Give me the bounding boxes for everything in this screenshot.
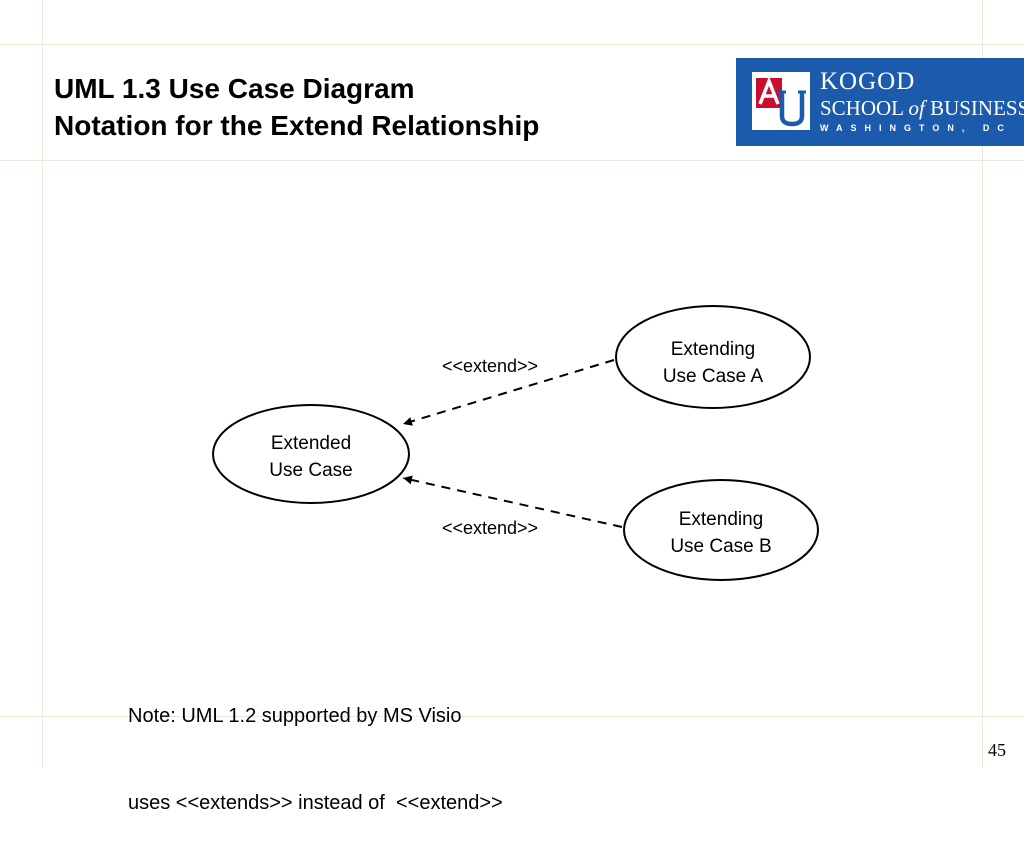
visio-note: Note: UML 1.2 supported by MS Visio uses… xyxy=(128,644,503,847)
extend-label-a: <<extend>> xyxy=(442,356,538,376)
logo-name-line-1: KOGOD xyxy=(820,68,916,95)
use-case-extending-b-line-1: Extending xyxy=(679,509,764,530)
grid-line xyxy=(0,44,1024,45)
use-case-extending-b-line-2: Use Case B xyxy=(670,536,771,557)
grid-line xyxy=(0,160,1024,161)
use-case-extended-line-1: Extended xyxy=(271,433,351,454)
visio-note-line-1: Note: UML 1.2 supported by MS Visio xyxy=(128,705,462,727)
page-number: 45 xyxy=(988,740,1006,760)
kogod-school-logo: KOGOD SCHOOL of BUSINESS WASHINGTON, DC xyxy=(736,58,1024,146)
logo-wordmark: KOGOD SCHOOL of BUSINESS WASHINGTON, DC xyxy=(820,68,1024,133)
slide-title-line-1: UML 1.3 Use Case Diagram xyxy=(54,73,415,104)
use-case-extending-a: Extending Use Case A xyxy=(615,305,811,409)
extend-edge-a xyxy=(402,359,615,426)
use-case-extended-line-2: Use Case xyxy=(269,460,352,481)
logo-name-business: BUSINESS xyxy=(924,96,1024,120)
logo-name-school: SCHOOL xyxy=(820,96,909,120)
use-case-extended: Extended Use Case xyxy=(212,404,410,504)
use-case-extending-a-line-1: Extending xyxy=(671,339,756,360)
use-case-extending-b: Extending Use Case B xyxy=(623,479,819,581)
grid-line xyxy=(0,716,1024,717)
au-monogram-icon xyxy=(752,72,810,130)
slide-title-line-2: Notation for the Extend Relationship xyxy=(54,110,540,141)
logo-name-of: of xyxy=(908,96,925,120)
extend-label-b: <<extend>> xyxy=(442,518,538,538)
visio-note-line-2: uses <<extends>> instead of <<extend>> xyxy=(128,792,503,814)
extend-edge-b xyxy=(402,475,623,528)
logo-name-line-2: SCHOOL of BUSINESS xyxy=(820,96,1024,120)
slide-title: UML 1.3 Use Case Diagram Notation for th… xyxy=(54,70,539,144)
logo-location: WASHINGTON, DC xyxy=(820,123,1012,133)
use-case-diagram: <<extend>> <<extend>> Extended Use Case … xyxy=(212,305,819,581)
use-case-extending-a-line-2: Use Case A xyxy=(663,366,764,387)
grid-line xyxy=(42,0,43,768)
grid-line xyxy=(982,0,983,768)
